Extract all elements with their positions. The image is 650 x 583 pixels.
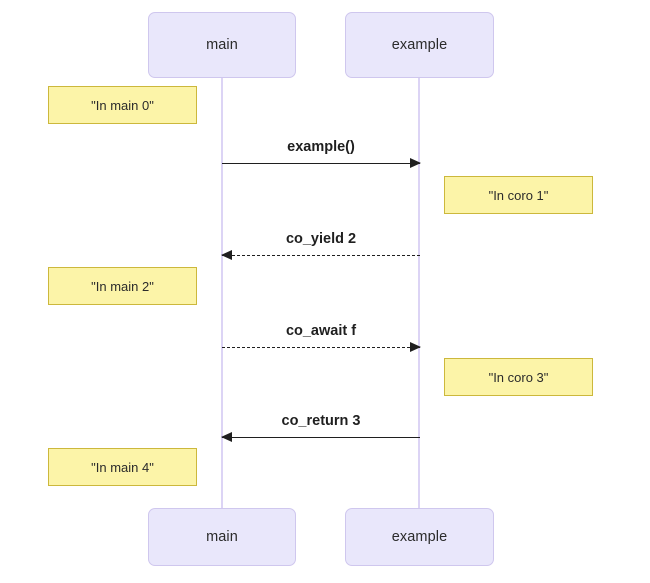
actor-main-bottom-label: main bbox=[206, 529, 238, 545]
note-in-main-0: "In main 0" bbox=[48, 86, 197, 124]
actor-example-top-label: example bbox=[391, 37, 448, 53]
actor-main-bottom[interactable]: main bbox=[148, 508, 296, 566]
message-co-yield-2: co_yield 2 bbox=[221, 231, 420, 265]
note-in-main-0-label: "In main 0" bbox=[91, 97, 154, 113]
actor-example-bottom-label: example bbox=[391, 529, 448, 545]
note-in-main-2-label: "In main 2" bbox=[91, 278, 154, 294]
lifeline-example bbox=[418, 78, 420, 508]
message-co-await-f-line bbox=[222, 347, 420, 348]
note-in-main-2: "In main 2" bbox=[48, 267, 197, 305]
message-example-call: example() bbox=[222, 139, 421, 173]
arrowhead-right-icon bbox=[410, 342, 421, 352]
note-in-main-4: "In main 4" bbox=[48, 448, 197, 486]
lifeline-main bbox=[221, 78, 223, 508]
note-in-coro-1-label: "In coro 1" bbox=[488, 187, 549, 203]
message-co-return-3: co_return 3 bbox=[221, 413, 420, 447]
message-co-yield-2-label: co_yield 2 bbox=[285, 231, 357, 247]
message-example-call-line bbox=[222, 163, 420, 164]
message-co-return-3-label: co_return 3 bbox=[281, 413, 361, 429]
message-co-await-f: co_await f bbox=[222, 323, 421, 357]
arrowhead-left-icon bbox=[221, 250, 232, 260]
actor-example-bottom[interactable]: example bbox=[345, 508, 494, 566]
actor-example-top[interactable]: example bbox=[345, 12, 494, 78]
arrowhead-left-icon bbox=[221, 432, 232, 442]
actor-main-top-label: main bbox=[206, 37, 238, 53]
message-co-return-3-line bbox=[222, 437, 420, 438]
message-co-await-f-label: co_await f bbox=[285, 323, 357, 339]
note-in-coro-1: "In coro 1" bbox=[444, 176, 593, 214]
message-example-call-label: example() bbox=[287, 139, 355, 155]
note-in-main-4-label: "In main 4" bbox=[91, 459, 154, 475]
note-in-coro-3: "In coro 3" bbox=[444, 358, 593, 396]
actor-main-top[interactable]: main bbox=[148, 12, 296, 78]
arrowhead-right-icon bbox=[410, 158, 421, 168]
message-co-yield-2-line bbox=[222, 255, 420, 256]
note-in-coro-3-label: "In coro 3" bbox=[488, 369, 549, 385]
